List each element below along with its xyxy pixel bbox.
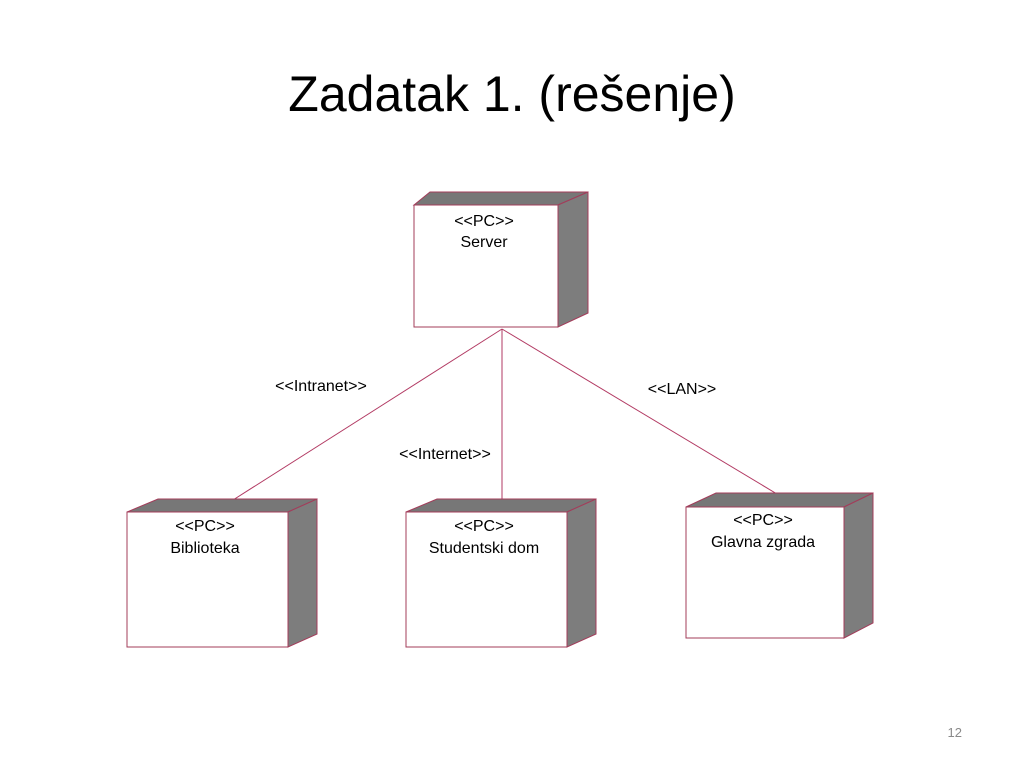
node-server-side — [557, 191, 589, 328]
node-glavna-zgrada-stereotype: <<PC>> — [733, 512, 793, 529]
node-biblioteka[interactable]: <<PC>> Biblioteka — [126, 498, 318, 648]
page-number: 12 — [947, 725, 962, 740]
slide-title: Zadatak 1. (rešenje) — [288, 66, 736, 122]
node-biblioteka-side — [287, 498, 318, 648]
node-server[interactable]: <<PC>> Server — [412, 191, 589, 328]
node-studentski-dom-top — [405, 498, 597, 513]
label-internet: <<Internet>> — [399, 446, 491, 463]
node-server-name: Server — [460, 234, 508, 251]
node-studentski-dom-side — [566, 498, 597, 648]
node-studentski-dom-name: Studentski dom — [429, 540, 539, 557]
node-studentski-dom-stereotype: <<PC>> — [454, 518, 514, 535]
node-server-front — [413, 204, 559, 328]
node-glavna-zgrada-name: Glavna zgrada — [711, 534, 815, 551]
node-glavna-zgrada-side — [843, 492, 874, 639]
node-biblioteka-front — [126, 511, 289, 648]
node-server-stereotype: <<PC>> — [454, 213, 514, 230]
node-glavna-zgrada[interactable]: <<PC>> Glavna zgrada — [685, 492, 874, 639]
node-studentski-dom[interactable]: <<PC>> Studentski dom — [405, 498, 597, 648]
node-studentski-dom-front — [405, 511, 568, 648]
node-biblioteka-name: Biblioteka — [170, 540, 239, 557]
node-glavna-zgrada-front — [685, 506, 845, 639]
connector-intranet — [221, 328, 503, 508]
connector-lan — [501, 328, 783, 498]
label-intranet: <<Intranet>> — [275, 378, 367, 395]
node-biblioteka-top — [126, 498, 318, 513]
label-lan: <<LAN>> — [648, 381, 717, 398]
node-biblioteka-stereotype: <<PC>> — [175, 518, 235, 535]
node-glavna-zgrada-top — [685, 492, 874, 508]
